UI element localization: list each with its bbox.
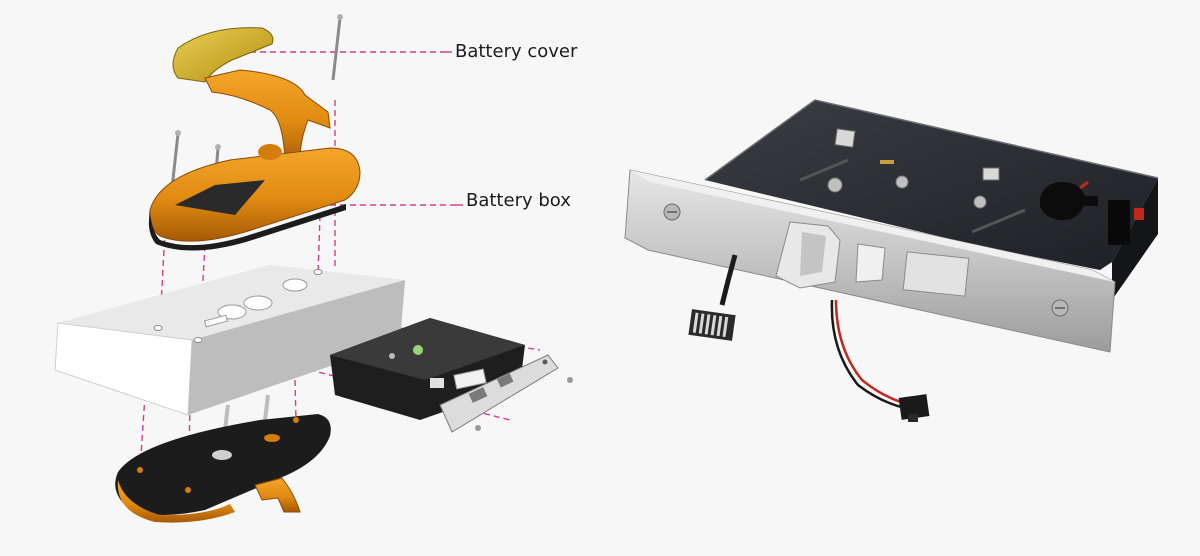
- screw-icon: [973, 195, 987, 209]
- faceplate-left: [439, 354, 559, 433]
- guide-lines: [139, 51, 541, 491]
- connector-plug-icon: [898, 394, 930, 422]
- screw-icon: [331, 14, 343, 81]
- door-body: [54, 265, 405, 416]
- screw-icon: [170, 130, 181, 189]
- battery-cover-label: Battery cover: [455, 41, 578, 62]
- battery-box: [148, 144, 361, 251]
- screw-icon: [475, 425, 481, 431]
- battery-cover: [172, 27, 274, 83]
- mortise-lock-assembled: [624, 99, 1159, 353]
- screw-icon: [1051, 299, 1069, 317]
- screw-icon: [827, 177, 843, 193]
- wire-harness: [688, 254, 909, 410]
- screw-icon: [567, 377, 573, 383]
- screw-icon: [895, 175, 909, 189]
- battery-box-label: Battery box: [466, 190, 571, 211]
- back-plate: [115, 414, 331, 523]
- screw-icon: [663, 203, 681, 221]
